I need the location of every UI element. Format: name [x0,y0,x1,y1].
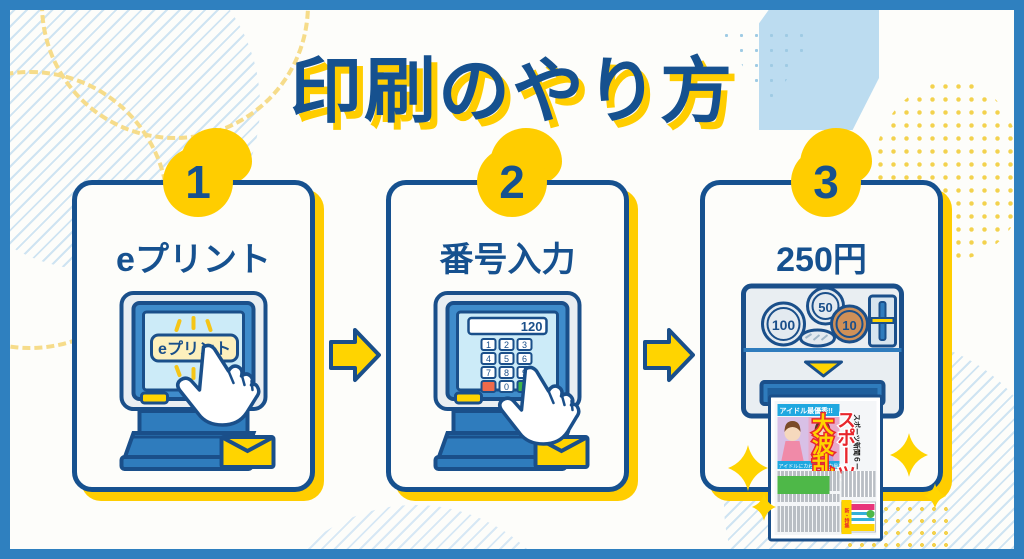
keypad-display-value: 120 [521,319,543,334]
step-label: 250円 [776,241,867,279]
step-number-badge: 1 [163,147,233,217]
step-number-badge: 2 [477,147,547,217]
svg-text:大波乱: 大波乱 [809,413,834,475]
news-headline-main: 大波乱 [808,412,836,477]
step-number-badge: 3 [791,147,861,217]
step-1: 1 eプリント eプリント [72,147,324,501]
steps-row: 1 eプリント eプリント [10,147,1014,542]
svg-text:50: 50 [818,300,832,315]
svg-text:6: 6 [522,354,527,364]
sparkle-icon [728,445,768,491]
svg-text:3: 3 [522,340,527,350]
svg-text:0: 0 [504,382,509,392]
svg-text:8: 8 [504,368,509,378]
hatch-circle-bottom-left [250,505,580,549]
kiosk-keypad-icon: 120 1 2 3 4 5 6 7 8 9 0 [386,285,629,485]
sparkle-icon [890,433,928,477]
step-label: 番号入力 [439,241,576,279]
sparkle-icon [752,493,776,521]
pointing-hand-cursor [176,343,261,427]
svg-text:100: 100 [772,317,796,333]
arrow-right-icon [324,180,386,500]
coin-100: 100 [761,301,806,347]
svg-text:1: 1 [486,340,491,350]
coin-10: 10 [830,304,869,344]
svg-text:10: 10 [842,318,856,333]
svg-text:5: 5 [504,354,509,364]
pointing-hand-cursor [498,365,581,446]
svg-text:2: 2 [504,340,509,350]
page-title: 印刷のやり方 [289,52,734,132]
sparkle-icon [924,483,946,509]
poster-frame: 印刷のやり方 1 eプリント [10,10,1014,549]
step-label: eプリント [116,241,271,279]
kiosk-touchscreen-icon: eプリント [72,285,315,485]
svg-text:4: 4 [486,354,491,364]
newspaper-output: アイドル最優秀!! アイドルにカわいい魅力最速!! スポーツ新聞６ [768,394,883,542]
svg-text:7: 7 [486,368,491,378]
news-side-label: 新・特集 [843,507,850,529]
step-2: 2 番号入力 120 1 2 3 4 5 [386,147,638,501]
arrow-right-icon [638,180,700,500]
coin-side [799,328,836,348]
